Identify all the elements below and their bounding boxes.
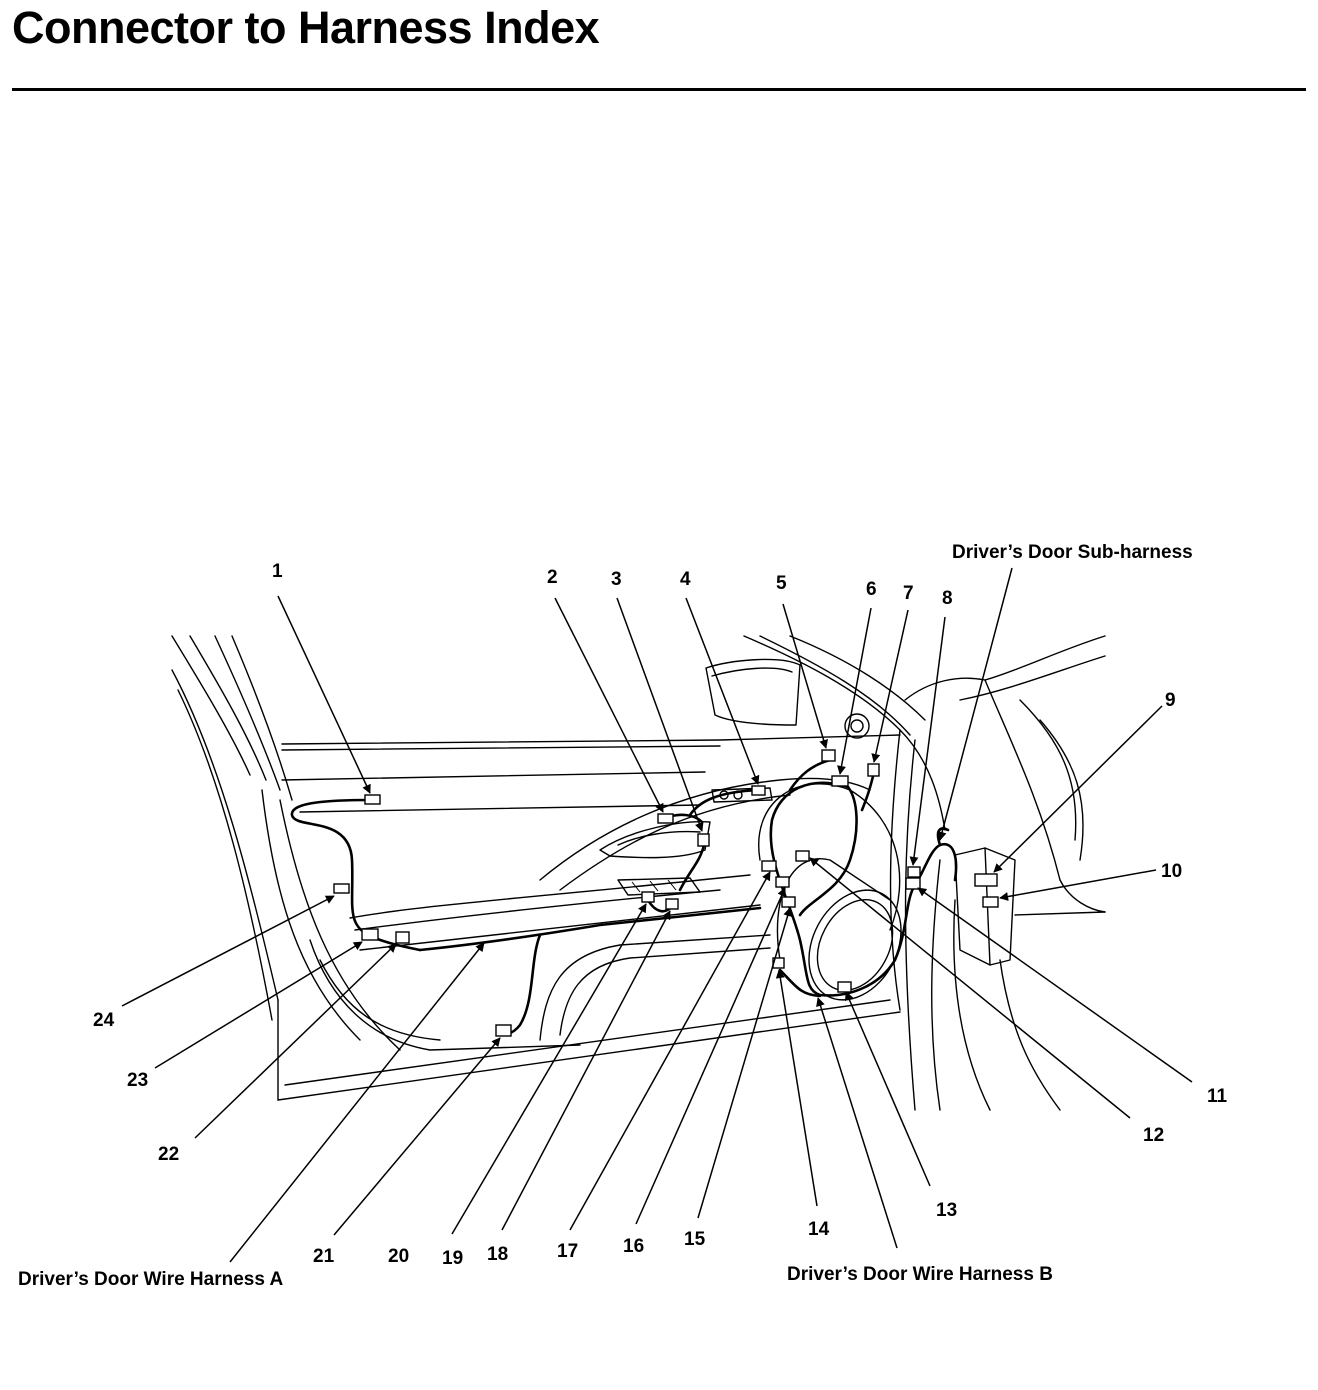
callout-numbers: 1 2 3 4 5 6 7 8 9 10 11 12 13 14 15 16 1… (93, 561, 1228, 1269)
callout-9: 9 (1165, 690, 1176, 711)
connector-15 (781, 896, 796, 908)
connector-21 (495, 1024, 512, 1037)
connector-13 (837, 981, 852, 993)
title-divider (12, 88, 1306, 91)
connector-3 (697, 833, 710, 847)
callout-7: 7 (903, 583, 914, 604)
connector-18 (665, 898, 679, 910)
connector-7 (867, 763, 880, 777)
connector-22 (395, 931, 410, 944)
connector-24 (333, 883, 350, 894)
callout-10: 10 (1161, 861, 1182, 882)
callout-6: 6 (866, 579, 877, 600)
callout-13: 13 (936, 1200, 957, 1221)
connector-4 (751, 785, 766, 796)
connector-1 (364, 794, 381, 805)
connector-23 (361, 928, 379, 941)
leader-lines (121, 567, 1193, 1263)
connector-5 (821, 749, 836, 762)
label-drivers-door-wire-harness-a: Driver’s Door Wire Harness A (18, 1269, 283, 1290)
label-drivers-door-wire-harness-b: Driver’s Door Wire Harness B (787, 1264, 1053, 1285)
callout-1: 1 (272, 561, 283, 582)
callout-19: 19 (442, 1248, 463, 1269)
connector-16 (775, 876, 790, 888)
callout-16: 16 (623, 1236, 644, 1257)
callout-4: 4 (680, 569, 691, 590)
callout-12: 12 (1143, 1125, 1164, 1146)
callout-20: 20 (388, 1246, 409, 1267)
connector-10 (982, 896, 999, 908)
callout-11: 11 (1207, 1086, 1228, 1107)
callout-3: 3 (611, 569, 622, 590)
callout-21: 21 (313, 1246, 335, 1267)
callout-24: 24 (93, 1010, 115, 1031)
connector-6 (831, 775, 849, 787)
callout-14: 14 (808, 1219, 830, 1240)
callout-15: 15 (684, 1229, 706, 1250)
callout-22: 22 (158, 1144, 179, 1165)
callout-17: 17 (557, 1241, 578, 1262)
connector-8 (907, 866, 921, 878)
door-outline (171, 635, 1106, 1111)
connector-2 (657, 813, 674, 824)
callout-2: 2 (547, 567, 558, 588)
callout-5: 5 (776, 573, 787, 594)
callout-23: 23 (127, 1070, 148, 1091)
connector-19 (641, 891, 655, 903)
callout-8: 8 (942, 588, 953, 609)
harness-labels: Driver’s Door Sub-harness Driver’s Door … (18, 542, 1193, 1290)
connector-17 (761, 860, 777, 872)
page-title: Connector to Harness Index (12, 2, 600, 53)
label-drivers-door-sub-harness: Driver’s Door Sub-harness (952, 542, 1193, 563)
connector-12 (795, 850, 810, 862)
callout-18: 18 (487, 1244, 508, 1265)
connector-11 (905, 877, 921, 890)
connectors (333, 749, 999, 1037)
connector-9 (974, 873, 998, 887)
